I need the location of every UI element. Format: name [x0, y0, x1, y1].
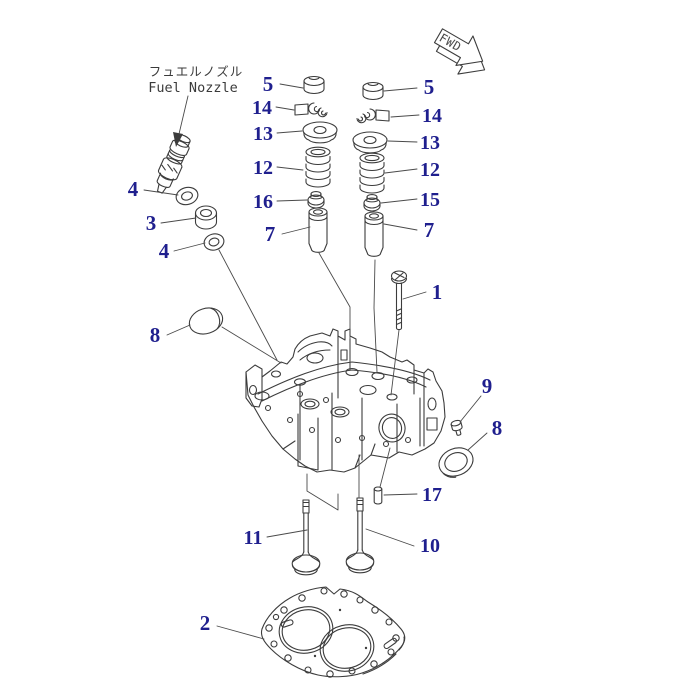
callout-11: 11	[244, 527, 263, 549]
valve-cap-right	[362, 81, 384, 101]
spring-seat-left	[302, 121, 338, 144]
callout-5-right: 5	[424, 75, 435, 99]
callout-14-left: 14	[252, 97, 272, 119]
callout-4-upper: 4	[128, 177, 139, 201]
head-gasket	[260, 586, 406, 678]
callout-labels: 5 14 13 12 16 7 5 14 13 12 15 7 4 3 4 8 …	[128, 72, 503, 635]
callout-14-right: 14	[422, 105, 442, 127]
callout-13-right: 13	[420, 132, 440, 154]
callout-13-left: 13	[253, 123, 273, 145]
callout-15-right: 15	[420, 189, 440, 211]
callout-5-left: 5	[263, 72, 274, 96]
valve-spring-right	[359, 152, 385, 194]
spring-seat-right	[352, 131, 388, 154]
fuel-nozzle-note-jp: フュエルノズル	[149, 64, 244, 79]
callout-12-left: 12	[253, 157, 273, 179]
callout-7-right: 7	[424, 218, 435, 242]
nozzle-washer-upper	[175, 186, 199, 206]
plug-bolt	[450, 419, 463, 436]
nozzle-sleeve	[194, 205, 218, 230]
cup-plug-left	[188, 307, 224, 335]
stem-seal-right	[363, 194, 381, 212]
callout-2: 2	[200, 611, 211, 635]
valve-cap-left	[303, 75, 325, 95]
callout-8-right: 8	[492, 416, 503, 440]
valve-cotter-right	[356, 108, 390, 124]
fuel-nozzle	[156, 134, 191, 194]
valve-exhaust	[345, 497, 375, 574]
valve-cotter-left	[294, 102, 328, 118]
callout-9: 9	[482, 374, 493, 398]
callout-17: 17	[422, 484, 442, 506]
valve-spring-left	[305, 146, 331, 188]
cylinder-head	[245, 328, 446, 473]
stem-seal-left	[307, 191, 325, 209]
fwd-arrow-icon: FWD	[433, 28, 486, 75]
cup-plug-right	[438, 447, 474, 478]
callout-leader-lines	[143, 83, 488, 640]
callout-3: 3	[146, 211, 157, 235]
nozzle-washer-lower	[203, 233, 225, 251]
fuel-nozzle-note-en: Fuel Nozzle	[148, 80, 237, 96]
dowel-pin	[373, 486, 383, 505]
valve-guide-right	[364, 211, 384, 257]
assembly-connector-lines	[218, 249, 400, 511]
valve-intake	[291, 499, 321, 576]
callout-1: 1	[432, 280, 443, 304]
callout-8-left: 8	[150, 323, 161, 347]
valve-guide-left	[308, 207, 328, 253]
callout-10: 10	[420, 535, 440, 557]
callout-16-left: 16	[253, 191, 273, 213]
head-bolt	[390, 270, 408, 331]
callout-12-right: 12	[420, 159, 440, 181]
fuel-nozzle-pointer-arrow	[173, 95, 189, 147]
callout-7-left: 7	[265, 222, 276, 246]
callout-4-lower: 4	[159, 239, 170, 263]
